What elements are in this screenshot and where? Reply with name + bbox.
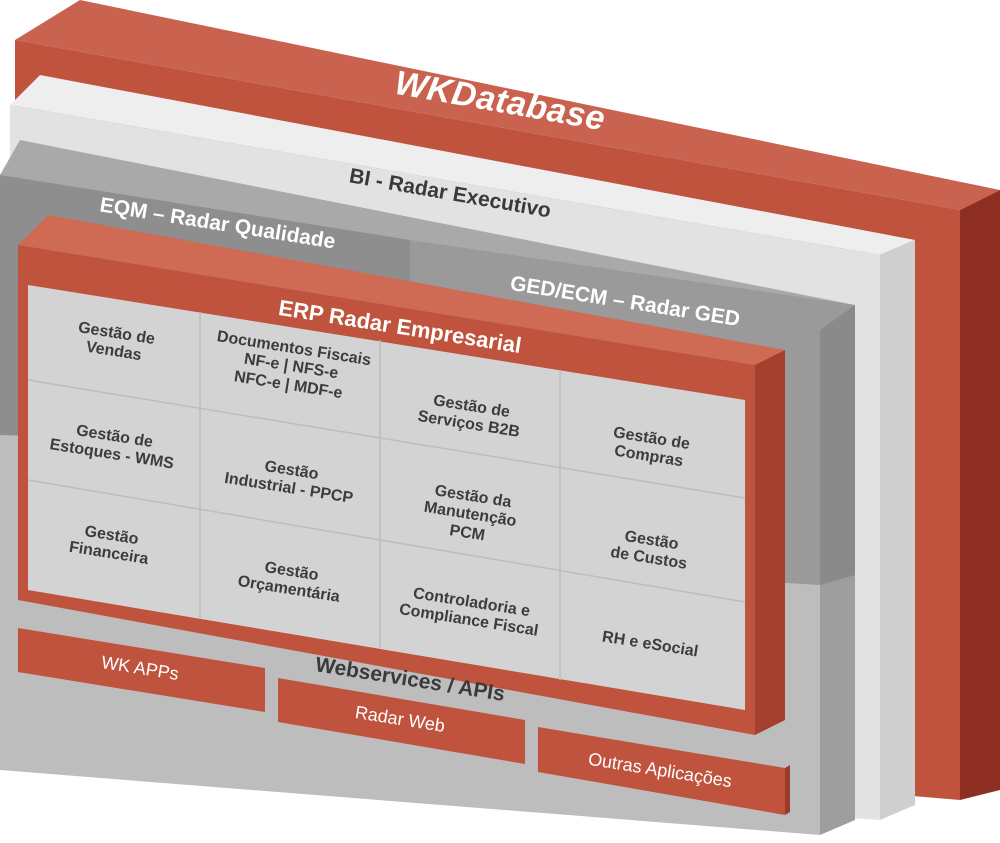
wkdatabase-layer-side [960, 190, 1000, 800]
erp-frame-top [18, 215, 785, 365]
wkdatabase-layer-top [15, 0, 1000, 210]
app-button-3-side [785, 765, 790, 815]
bi-layer-top [10, 75, 915, 255]
app-button-3-face [538, 727, 785, 815]
module-grid-lines [27, 312, 746, 680]
app-button-2-face [278, 678, 525, 764]
modules-area [28, 285, 745, 710]
app-button-1-face [18, 628, 265, 712]
ged-block-side [820, 305, 855, 585]
bi-layer-side [880, 240, 915, 820]
erp-frame-side [755, 350, 785, 735]
